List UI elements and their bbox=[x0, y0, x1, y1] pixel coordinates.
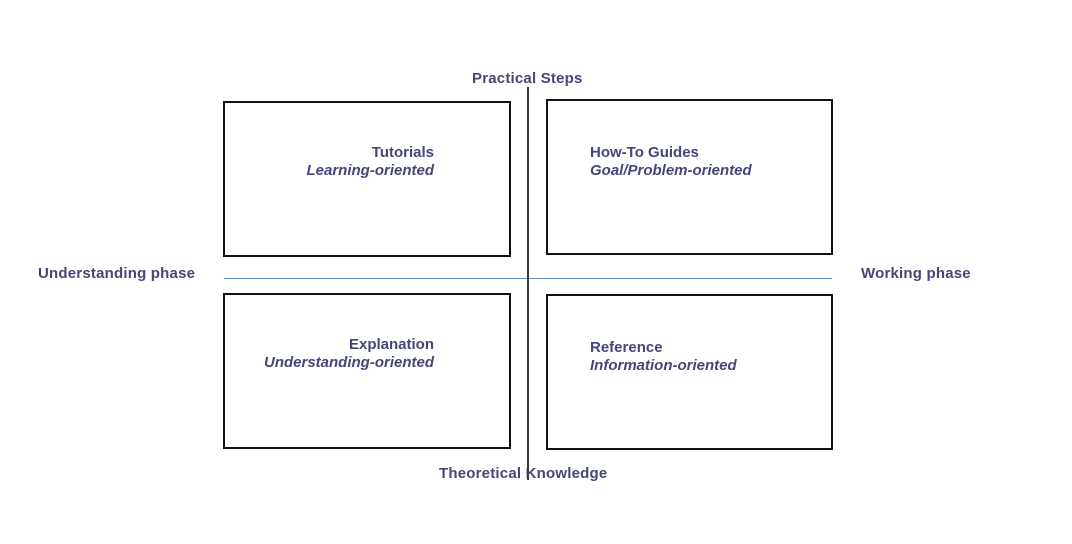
axis-label-left: Understanding phase bbox=[38, 265, 196, 282]
quadrant-how-to-guides-subtitle: Goal/Problem-oriented bbox=[590, 162, 752, 179]
quadrant-tutorials-subtitle: Learning-oriented bbox=[306, 162, 434, 179]
quadrant-reference-subtitle: Information-oriented bbox=[590, 357, 737, 374]
quadrant-how-to-guides-title: How-To Guides bbox=[590, 144, 699, 161]
vertical-axis-line bbox=[527, 87, 529, 480]
quadrant-explanation-title: Explanation bbox=[348, 336, 434, 353]
quadrant-how-to-guides bbox=[546, 99, 833, 255]
quadrant-tutorials-text: Tutorials Learning-oriented bbox=[306, 144, 434, 180]
quadrant-tutorials-title: Tutorials bbox=[371, 144, 434, 161]
quadrant-how-to-guides-text: How-To Guides Goal/Problem-oriented bbox=[590, 144, 752, 180]
quadrant-reference bbox=[546, 294, 833, 450]
quadrant-reference-title: Reference bbox=[590, 339, 663, 356]
axis-label-bottom: Theoretical Knowledge bbox=[439, 465, 608, 482]
axis-label-top: Practical Steps bbox=[472, 70, 583, 87]
quadrant-tutorials bbox=[223, 101, 511, 257]
quadrant-explanation-subtitle: Understanding-oriented bbox=[263, 354, 434, 371]
quadrant-explanation-text: Explanation Understanding-oriented bbox=[264, 336, 434, 372]
axis-label-right: Working phase bbox=[861, 265, 971, 282]
quadrant-reference-text: Reference Information-oriented bbox=[590, 339, 737, 375]
quadrant-explanation bbox=[223, 293, 511, 449]
